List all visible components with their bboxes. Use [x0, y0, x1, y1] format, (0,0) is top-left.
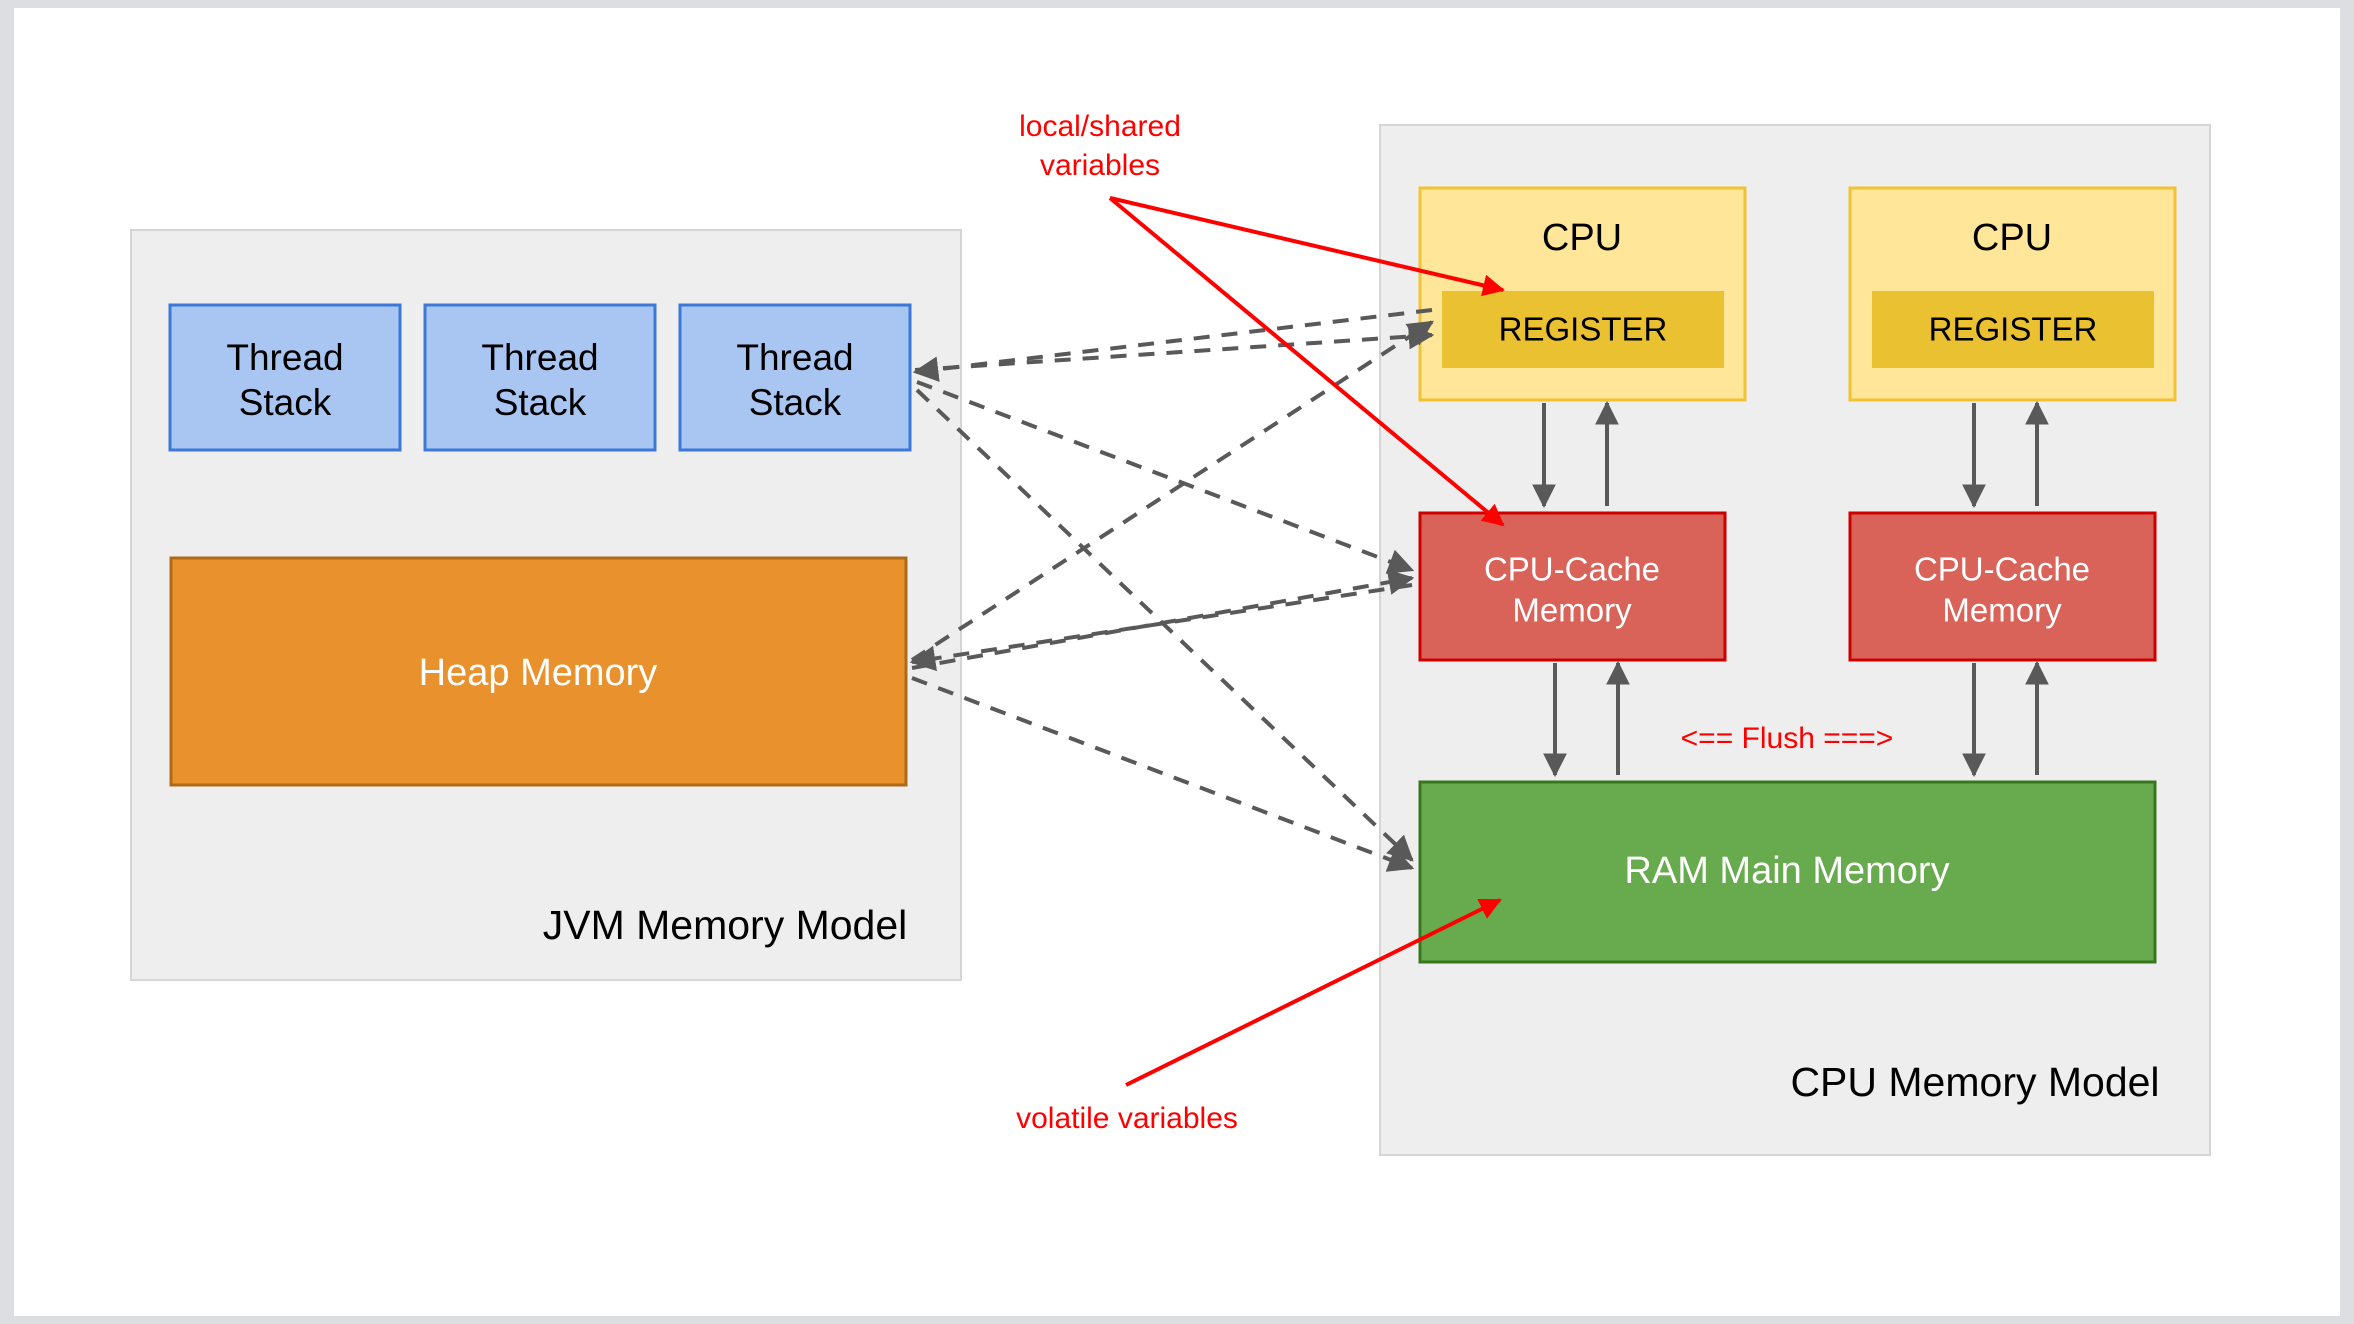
cpu-core-1-register-rect [1442, 291, 1724, 368]
thread-stack-1-rect [168, 303, 402, 452]
annotation-local-shared-variables: local/shared variables [1019, 110, 1505, 527]
thread-stack-1-label-line2: Stack [239, 382, 332, 423]
arrow-heap-to-ram [911, 676, 1415, 872]
local-shared-variables-label-line2: variables [1040, 149, 1160, 182]
arrow-thread-to-ram [915, 388, 1414, 862]
cpu-core-2-label: CPU [1972, 217, 2052, 259]
cpu-cache-arrows-core1 [1532, 400, 1619, 509]
cpu-core-1-label: CPU [1542, 217, 1622, 259]
cpu-core-2-register-label: REGISTER [1929, 311, 2098, 348]
arrow-volatile-to-ram [1125, 898, 1502, 1087]
cpu-cache-1: CPU-Cache Memory [1418, 511, 1727, 662]
arrow-local-shared-to-cache [1108, 196, 1505, 527]
cache-ram-arrows-core2 [1962, 660, 2049, 778]
cpu-core-1-register-label: REGISTER [1499, 311, 1668, 348]
thread-stack-2: Thread Stack [423, 303, 657, 452]
flush-label: <== Flush ===> [1681, 722, 1894, 755]
cpu-container-label: CPU Memory Model [1790, 1059, 2159, 1105]
thread-stack-2-label-line1: Thread [481, 337, 598, 378]
thread-stack-3-label-line1: Thread [736, 337, 853, 378]
ram-main-memory-label: RAM Main Memory [1624, 850, 1949, 892]
cpu-cache-1-label-line2: Memory [1512, 592, 1632, 629]
thread-stack-2-rect [423, 303, 657, 452]
thread-stack-1-label-line1: Thread [226, 337, 343, 378]
cpu-cache-2: CPU-Cache Memory [1848, 511, 2157, 662]
cpu-cache-2-rect [1848, 511, 2157, 662]
cpu-cache-2-label-line2: Memory [1942, 592, 2062, 629]
ram-main-memory: RAM Main Memory [1418, 780, 2157, 964]
arrow-local-shared-to-register [1109, 196, 1505, 297]
cpu-cache-2-label-line1: CPU-Cache [1914, 551, 2090, 588]
arrow-heap-to-register [910, 320, 1434, 662]
heap-memory: Heap Memory [169, 556, 908, 787]
cpu-cache-arrows-core2 [1962, 400, 2049, 509]
cpu-core-1: CPU REGISTER [1418, 186, 1747, 402]
cpu-cache-1-rect [1418, 511, 1727, 662]
arrow-register-to-thread [912, 308, 1433, 382]
cpu-core-2-register-rect [1872, 291, 2154, 368]
arrow-thread-to-register [914, 323, 1435, 372]
thread-stack-1: Thread Stack [168, 303, 402, 452]
cpu-cache-1-label-line1: CPU-Cache [1484, 551, 1660, 588]
arrow-thread-to-cache [916, 380, 1415, 574]
jvm-cpu-dashed-connectors [909, 308, 1435, 872]
arrow-cache-to-heap [909, 583, 1413, 672]
local-shared-variables-label-line1: local/shared [1019, 110, 1181, 143]
thread-stack-3-rect [678, 303, 912, 452]
volatile-variables-label: volatile variables [1016, 1102, 1238, 1135]
ram-main-memory-rect [1418, 780, 2157, 964]
heap-memory-label: Heap Memory [419, 652, 658, 694]
thread-stack-3: Thread Stack [678, 303, 912, 452]
cpu-core-2: CPU REGISTER [1848, 186, 2177, 402]
annotation-volatile-variables: volatile variables [1016, 898, 1502, 1135]
thread-stack-2-label-line2: Stack [494, 382, 587, 423]
heap-memory-rect [169, 556, 908, 787]
thread-stack-3-label-line2: Stack [749, 382, 842, 423]
cache-ram-arrows-core1 [1543, 660, 1630, 778]
jvm-container-label: JVM Memory Model [543, 902, 908, 948]
